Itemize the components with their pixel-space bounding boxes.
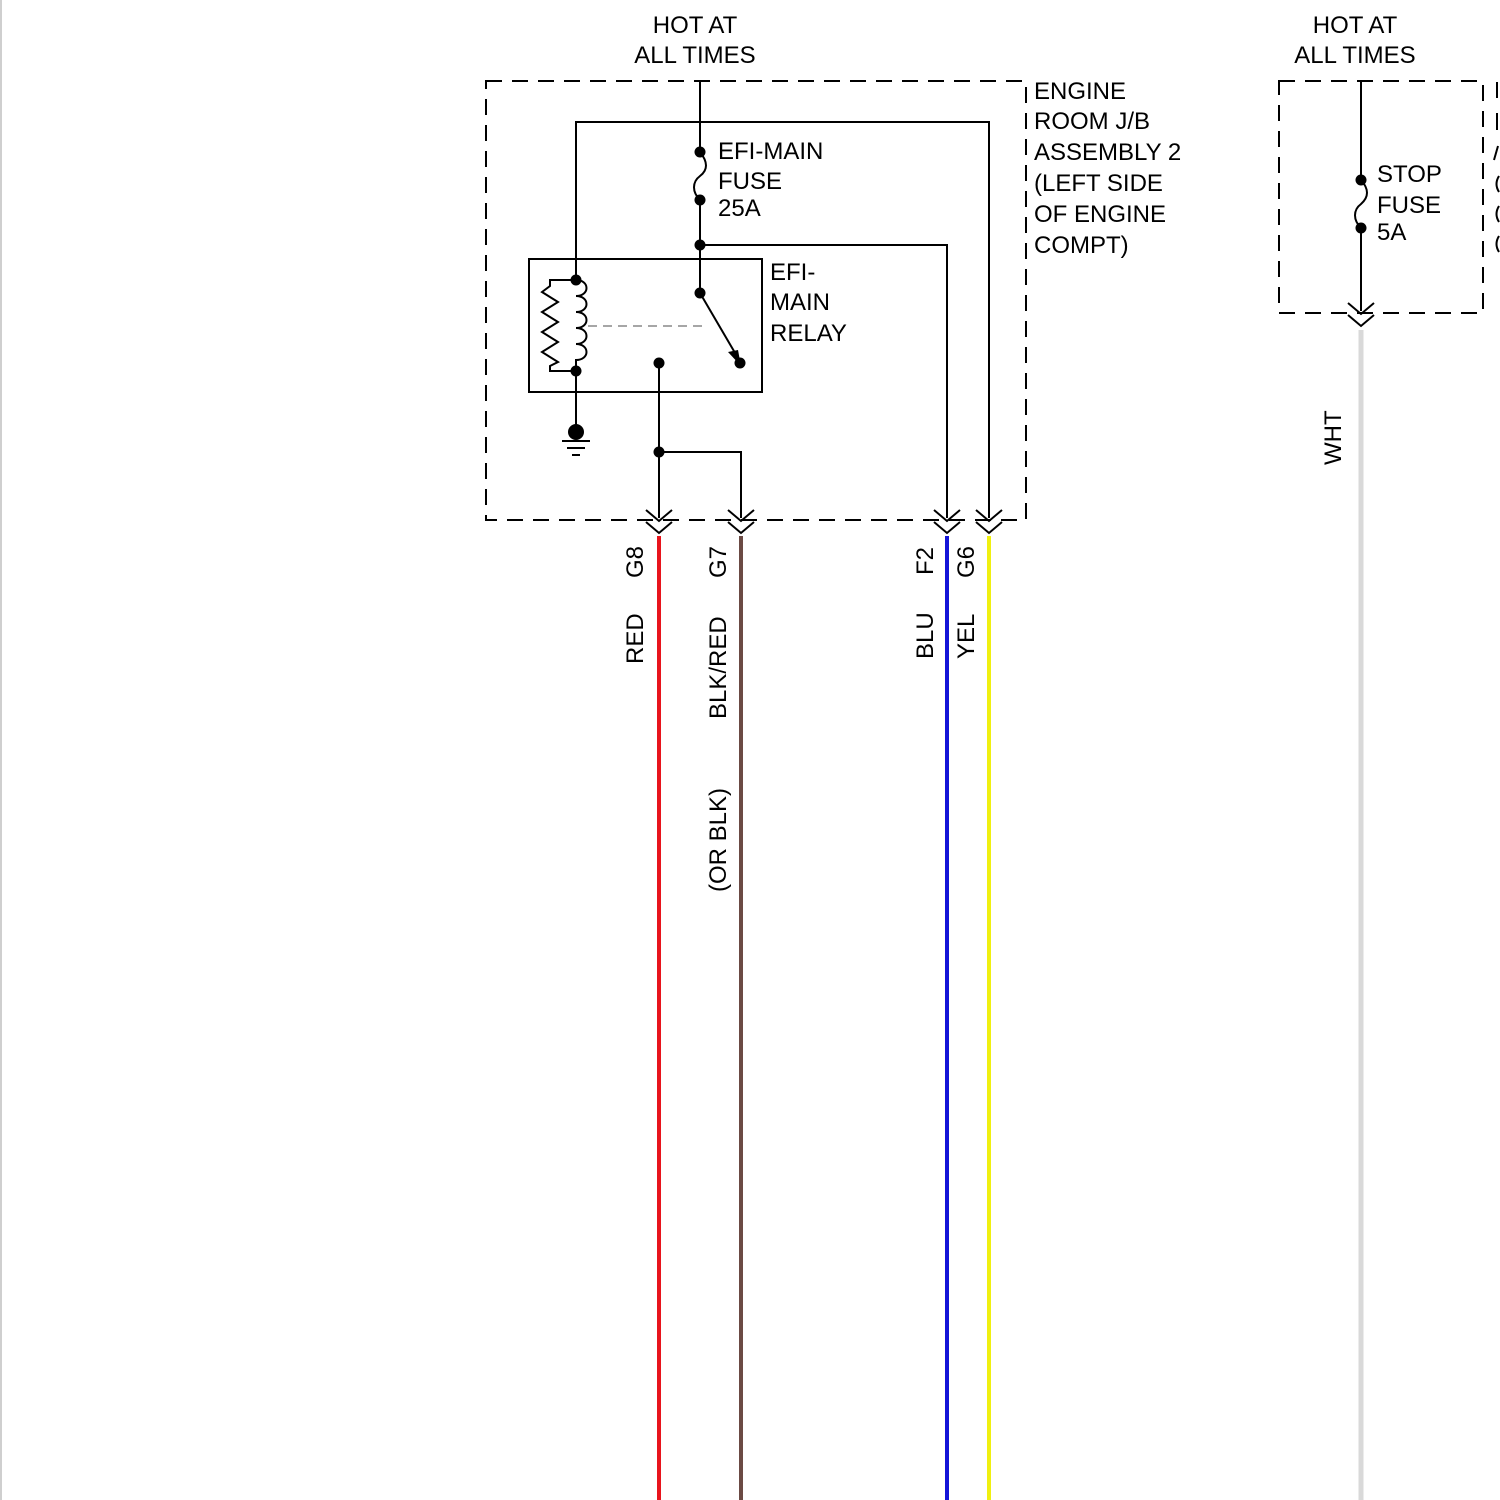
stop-fuse-label-line2: FUSE — [1377, 192, 1441, 219]
switch-contact-terminal — [735, 358, 746, 369]
wire-alt-color-note: (OR BLK) — [705, 788, 732, 892]
pin-label-g8: G8 — [622, 546, 649, 578]
relay-label-line3: RELAY — [770, 320, 847, 347]
fuse-element-icon — [694, 152, 706, 200]
stop-fuse-label-line1: STOP — [1377, 161, 1442, 188]
ground-icon — [562, 371, 590, 455]
jb-name-line3: ASSEMBLY 2 — [1034, 139, 1181, 166]
right-hot-at-all-times-line1: HOT AT — [1313, 12, 1398, 39]
right-hot-at-all-times-line2: ALL TIMES — [1294, 42, 1415, 69]
right-junction-block: HOT AT ALL TIMES STOP FUSE 5A WHT — [1279, 12, 1499, 1500]
engine-room-jb-assembly-2: HOT AT ALL TIMES ENGINE ROOM J/B ASSEMBL… — [486, 12, 1181, 533]
g7-feed-wire — [659, 452, 741, 518]
efi-main-fuse-label-line3: 25A — [718, 195, 761, 222]
stop-fuse-label-line3: 5A — [1377, 219, 1406, 246]
wire-color-label-blu: BLU — [912, 612, 939, 659]
hot-at-all-times-label-line1: HOT AT — [653, 12, 738, 39]
jb-name-line1: ENGINE — [1034, 78, 1126, 105]
jb-name-line5: OF ENGINE — [1034, 201, 1166, 228]
efi-main-fuse-label-line1: EFI-MAIN — [718, 138, 823, 165]
stop-fuse-element-icon — [1355, 180, 1367, 228]
efi-main-fuse-label-line2: FUSE — [718, 168, 782, 195]
right-jb-name-clipped — [1494, 82, 1499, 252]
jb-name-line6: COMPT) — [1034, 232, 1129, 259]
f2-feed-wire — [700, 245, 947, 518]
relay-box — [529, 259, 762, 392]
jb-name-line4: (LEFT SIDE — [1034, 170, 1163, 197]
stop-fuse: STOP FUSE 5A — [1355, 161, 1442, 246]
wire-color-label-wht: WHT — [1320, 410, 1347, 465]
relay-switch-arm — [700, 293, 738, 358]
pin-label-f2: F2 — [912, 547, 939, 575]
wire-color-label-yel: YEL — [953, 614, 980, 659]
coil-resistor-icon — [542, 280, 576, 371]
pin-label-g6: G6 — [953, 546, 980, 578]
efi-main-fuse: EFI-MAIN FUSE 25A — [694, 138, 823, 222]
wire-color-label-red: RED — [622, 613, 649, 664]
relay-coil-icon — [576, 280, 587, 371]
jb-name-line2: ROOM J/B — [1034, 108, 1150, 135]
relay-label-line2: MAIN — [770, 289, 830, 316]
relay-label-line1: EFI- — [770, 259, 815, 286]
pin-label-g7: G7 — [705, 546, 732, 578]
wire-color-label-blk-red: BLK/RED — [705, 616, 732, 719]
hot-at-all-times-label-line2: ALL TIMES — [634, 42, 755, 69]
